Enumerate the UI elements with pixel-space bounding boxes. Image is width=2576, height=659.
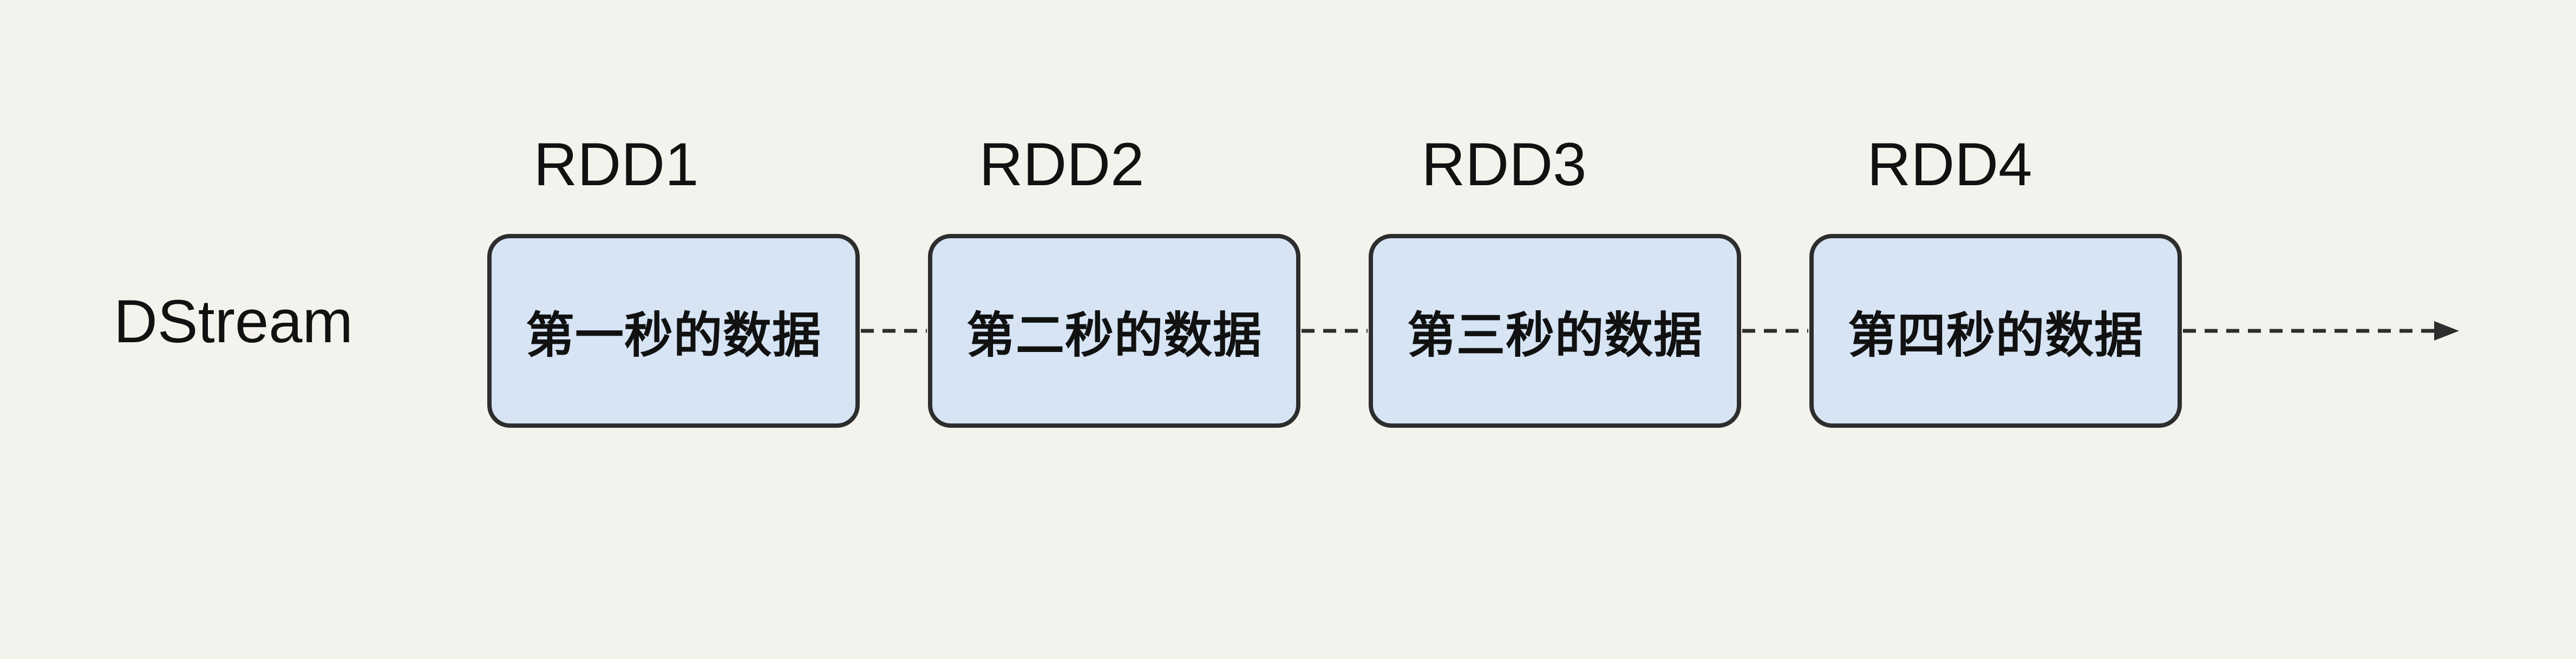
rdd2-box: 第二秒的数据 (928, 234, 1300, 428)
rdd4-box-text: 第四秒的数据 (1848, 309, 2143, 363)
rdd3-label: RDD3 (1421, 131, 1587, 198)
rdd1-box: 第一秒的数据 (487, 234, 860, 428)
arrowhead-icon (2434, 321, 2459, 341)
dstream-title: DStream (114, 288, 353, 355)
rdd4-label: RDD4 (1867, 131, 2032, 198)
rdd4-box: 第四秒的数据 (1809, 234, 2182, 428)
rdd3-box: 第三秒的数据 (1369, 234, 1741, 428)
rdd2-box-text: 第二秒的数据 (966, 309, 1262, 363)
rdd2-label: RDD2 (979, 131, 1145, 198)
rdd1-label: RDD1 (533, 131, 699, 198)
rdd3-box-text: 第三秒的数据 (1407, 309, 1703, 363)
rdd1-box-text: 第一秒的数据 (526, 309, 821, 363)
